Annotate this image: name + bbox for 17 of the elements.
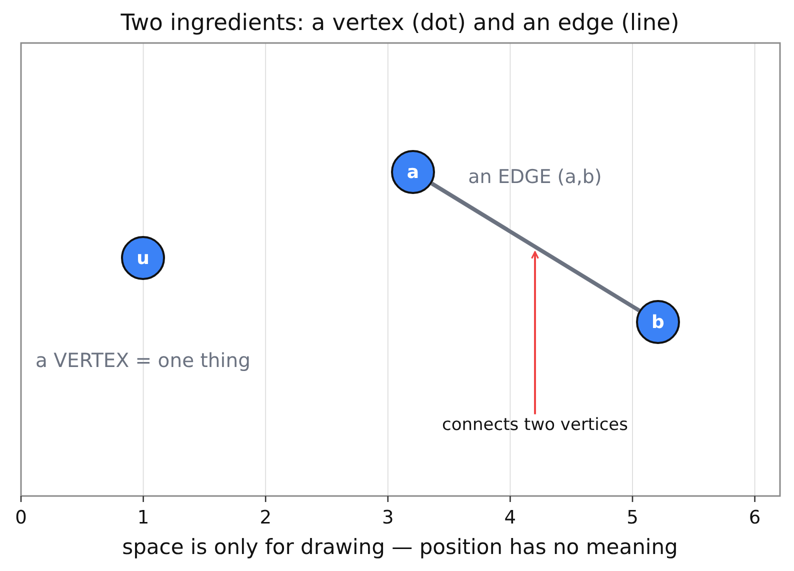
tick-label: 0 <box>15 507 27 529</box>
tick-label: 4 <box>504 507 516 529</box>
annotation-text: connects two vertices <box>439 414 631 438</box>
tick-label: 1 <box>137 507 150 529</box>
chart-title: Two ingredients: a vertex (dot) and an edge (line) <box>120 11 680 37</box>
leader-arrow <box>531 251 539 414</box>
tick-label: 6 <box>748 507 761 529</box>
tick-label: 5 <box>626 507 638 529</box>
vertex-circle: u <box>121 236 165 280</box>
tick-label: 2 <box>260 507 272 529</box>
vertex-circle: b <box>636 300 680 344</box>
edge-line <box>430 182 640 312</box>
tick-label: 3 <box>382 507 394 529</box>
annotation-text: an EDGE (a,b) <box>468 167 602 189</box>
vertex-circle: a <box>391 150 435 194</box>
annotation-text: a VERTEX = one thing <box>36 350 250 372</box>
axis-title: space is only for drawing — position has no meaning <box>122 534 678 560</box>
